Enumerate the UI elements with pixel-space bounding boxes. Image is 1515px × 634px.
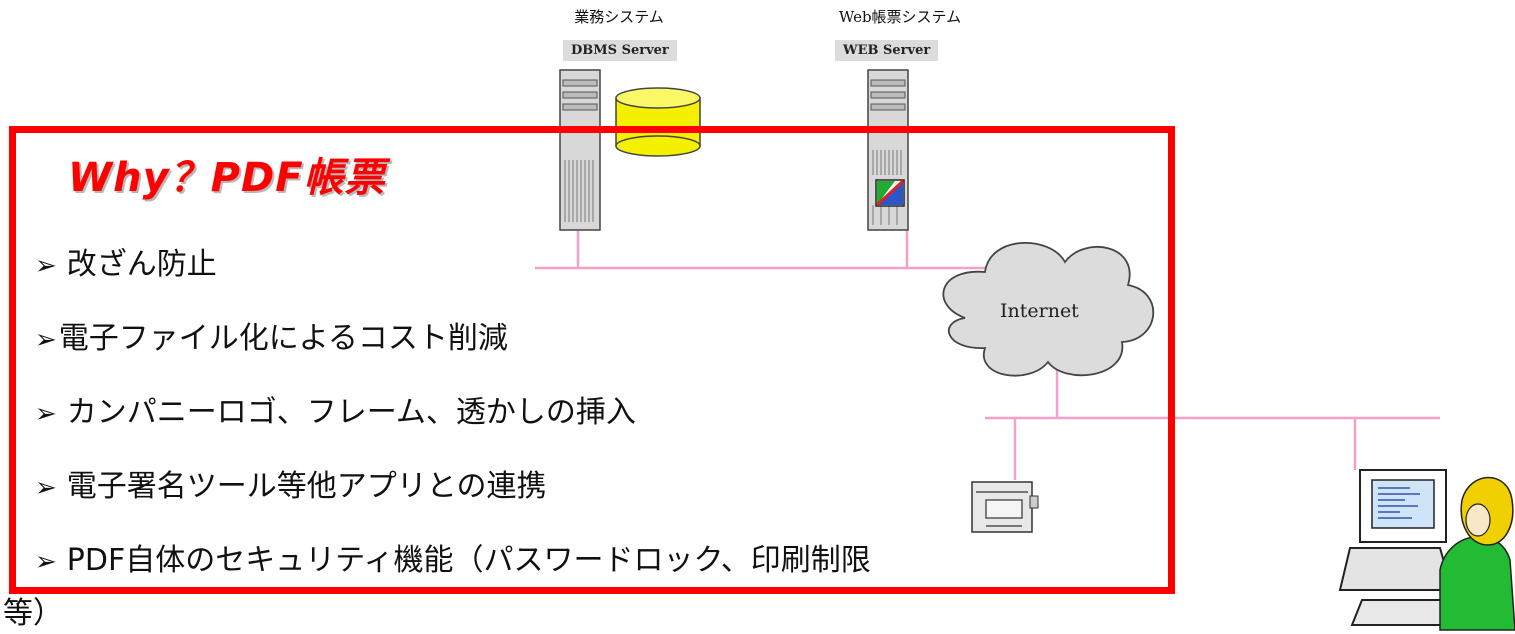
bullet-item: ➢ カンパニーロゴ、フレーム、透かしの挿入 (35, 387, 636, 431)
bullet-arrow-icon: ➢ (35, 325, 57, 355)
bullet-item: ➢ 電子署名ツール等他アプリとの連携 (35, 461, 547, 505)
user-computer-icon (1338, 469, 1515, 631)
bullet-text: 電子署名ツール等他アプリとの連携 (66, 469, 547, 504)
bullet-item: ➢ 改ざん防止 (35, 239, 217, 283)
dbms-server-label: DBMS Server (563, 40, 677, 61)
bullet-item: ➢ PDF自体のセキュリティ機能（パスワードロック、印刷制限 (35, 535, 871, 579)
database-cylinder-icon (615, 87, 701, 157)
dbms-system-title: 業務システム (574, 8, 664, 26)
bullet-text: PDF自体のセキュリティ機能（パスワードロック、印刷制限 (66, 543, 871, 578)
bullet-overflow-text: 等） (3, 596, 63, 631)
bullet-arrow-icon: ➢ (35, 251, 57, 281)
web-app-icon (875, 179, 905, 207)
bullet-arrow-icon: ➢ (35, 399, 57, 429)
bullet-text: 改ざん防止 (66, 247, 217, 282)
cloud-icon (942, 242, 1155, 377)
bullet-text: カンパニーロゴ、フレーム、透かしの挿入 (66, 395, 636, 430)
panel-title: Why？PDF帳票 (68, 155, 386, 201)
printer-icon (971, 481, 1039, 533)
web-server-label: WEB Server (835, 40, 939, 61)
web-system-title: Web帳票システム (838, 8, 962, 26)
bullet-item: ➢電子ファイル化によるコスト削減 (35, 313, 508, 357)
internet-label: Internet (1000, 300, 1079, 322)
network-lines (535, 230, 1440, 480)
why-pdf-panel (9, 126, 1175, 594)
bullet-arrow-icon: ➢ (35, 473, 57, 503)
bullet-text: 電子ファイル化によるコスト削減 (58, 321, 508, 356)
server-tower-icon (559, 69, 601, 231)
bullet-arrow-icon: ➢ (35, 547, 57, 577)
